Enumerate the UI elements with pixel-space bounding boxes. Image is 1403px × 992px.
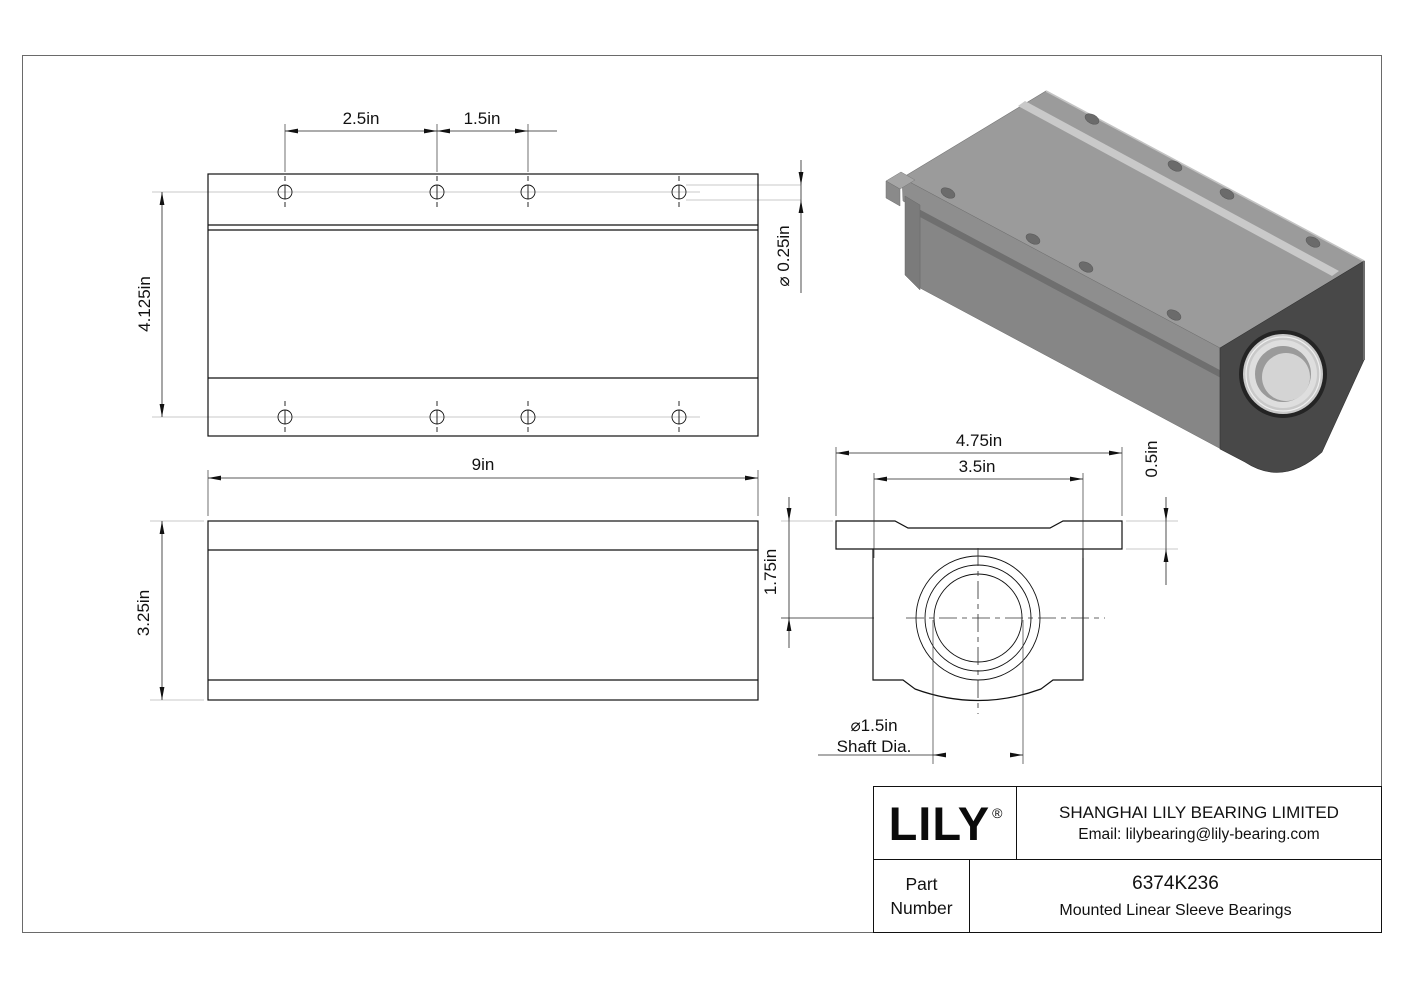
render-hole [1025,233,1041,245]
dim-label-height: 3.25in [134,590,153,636]
front-view-outline [207,520,759,701]
dim-label-hole-spacing-2: 1.5in [464,109,501,128]
title-block: LILY® SHANGHAI LILY BEARING LIMITED Emai… [873,786,1382,933]
end-view-outline [835,520,1123,702]
top-view-outline [207,173,759,437]
company-name: SHANGHAI LILY BEARING LIMITED [1059,802,1339,822]
part-label-line1: Part [905,874,938,894]
dim-label-hole-diameter: ⌀ 0.25in [774,225,793,286]
render-hole [940,187,956,199]
front-view: 9in 3.25in [134,455,759,701]
top-view: 2.5in 1.5in 4.125in ⌀ 0.25in [135,109,804,437]
dim-label-shaft-diameter: ⌀1.5in [850,716,897,735]
company-cell: SHANGHAI LILY BEARING LIMITED Email: lil… [1017,787,1381,859]
render-top-stripe [1018,101,1339,276]
isometric-render [885,90,1365,473]
part-number-label: Part Number [874,860,970,932]
dim-label-plate-width: 4.75in [956,431,1002,450]
part-number-cell: 6374K236 Mounted Linear Sleeve Bearings [970,860,1381,932]
registered-mark-icon: ® [992,804,1004,821]
dim-label-body-width: 3.5in [959,457,996,476]
end-view: 4.75in 3.5in 0.5in 1.75in [761,431,1178,764]
dim-label-center-height: 1.75in [761,549,780,595]
dim-label-shaft-text: Shaft Dia. [837,737,912,756]
render-hole [1084,113,1100,125]
dim-label-hole-spacing-1: 2.5in [343,109,380,128]
dim-label-depth: 4.125in [135,276,154,332]
part-label-line2: Number [890,898,953,918]
logo-cell: LILY® [874,787,1017,859]
dim-label-length: 9in [472,455,495,474]
render-hole [1078,261,1094,273]
sheet-border [22,55,1382,933]
render-hole [1166,309,1182,321]
render-hole [1305,236,1321,248]
part-number-value: 6374K236 [1132,872,1219,894]
dim-label-plate-thickness: 0.5in [1142,441,1161,478]
company-email: Email: lilybearing@lily-bearing.com [1078,825,1320,843]
lily-logo-text: LILY [888,796,991,850]
render-hole [1219,188,1235,200]
part-description: Mounted Linear Sleeve Bearings [1059,901,1292,919]
render-body-left-end [904,195,921,291]
render-hole [1167,160,1183,172]
lily-logo: LILY® [888,796,1004,850]
